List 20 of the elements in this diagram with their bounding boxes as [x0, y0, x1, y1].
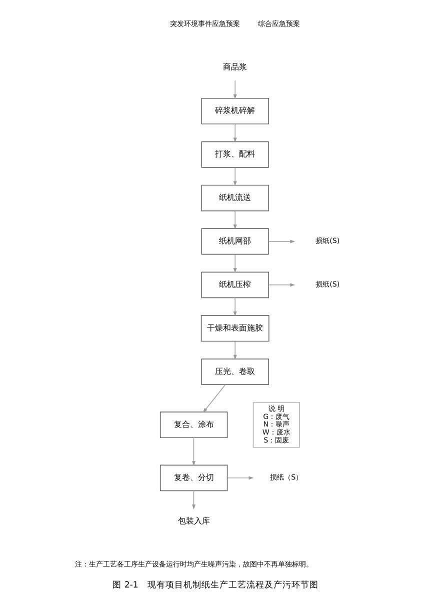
arrow	[233, 340, 237, 360]
node-text: 损纸（S）	[270, 472, 303, 482]
label: 突发环境事件应急预案 综合应急预案	[170, 19, 300, 28]
caption: 图 2-1 现有项目机制纸生产工艺流程及产污环节图	[112, 580, 318, 590]
label: 注：生产工艺各工序生产设备运行时均产生噪声污染，故图中不再单独标明。	[74, 560, 313, 569]
node-text: 损纸(S)	[316, 280, 340, 289]
arrow	[233, 167, 237, 186]
node-text: 损纸(S)	[316, 236, 340, 246]
arrow	[233, 297, 237, 316]
arrow	[192, 490, 196, 510]
arrow	[233, 254, 237, 273]
arrow	[227, 476, 254, 480]
node-box: 说 明 G：废气 N：噪声 W：废水 S：固废	[252, 402, 300, 448]
arrow	[268, 240, 296, 244]
arrow	[192, 437, 196, 466]
arrow	[268, 283, 296, 287]
arrow	[233, 124, 237, 143]
arrow	[233, 80, 237, 100]
arrow	[202, 384, 226, 413]
arrow	[233, 210, 237, 230]
